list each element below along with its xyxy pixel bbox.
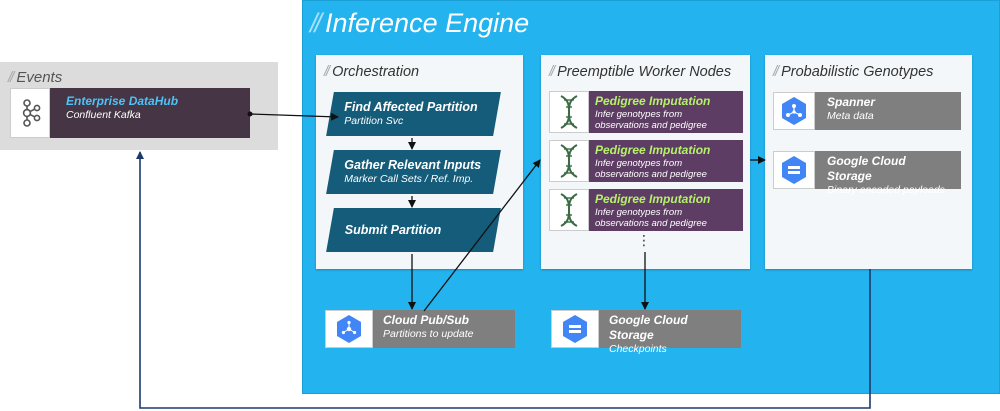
worker-node-3[interactable]: Pedigree Imputation Infer genotypes from… xyxy=(549,189,743,231)
dna-icon xyxy=(549,189,589,231)
dna-icon xyxy=(549,91,589,133)
kafka-icon xyxy=(10,88,50,138)
events-title: //Events xyxy=(8,69,63,86)
spanner-card[interactable]: Spanner Meta data xyxy=(773,92,961,130)
feedback-loop-to-events xyxy=(136,151,871,409)
orchestration-title: //Orchestration xyxy=(324,64,420,80)
arrow-datahub-to-find-partition xyxy=(247,111,339,121)
cloud-storage-icon xyxy=(551,310,599,348)
datahub-card[interactable]: Enterprise DataHub Confluent Kafka xyxy=(10,88,250,138)
dna-icon xyxy=(549,140,589,182)
pubsub-card[interactable]: Cloud Pub/Sub Partitions to update xyxy=(325,310,515,348)
cloud-storage-icon xyxy=(773,151,815,189)
worker-node-1[interactable]: Pedigree Imputation Infer genotypes from… xyxy=(549,91,743,133)
datahub-subtitle: Confluent Kafka xyxy=(66,109,141,121)
genotypes-title: //Probabilistic Genotypes xyxy=(773,64,934,80)
arrow-pubsub-to-workers xyxy=(423,159,541,312)
datahub-body: Enterprise DataHub Confluent Kafka xyxy=(50,88,250,138)
inference-engine-title: //Inference Engine xyxy=(310,8,530,38)
gcs-payloads-card[interactable]: Google Cloud Storage Binary encoded payl… xyxy=(773,151,961,196)
spanner-icon xyxy=(773,92,815,130)
worker-nodes-title: //Preemptible Worker Nodes xyxy=(549,64,732,80)
gcs-checkpoints-card[interactable]: Google Cloud Storage Checkpoints xyxy=(551,310,741,355)
pubsub-icon xyxy=(325,310,373,348)
worker-node-2[interactable]: Pedigree Imputation Infer genotypes from… xyxy=(549,140,743,182)
datahub-title: Enterprise DataHub xyxy=(66,94,179,108)
